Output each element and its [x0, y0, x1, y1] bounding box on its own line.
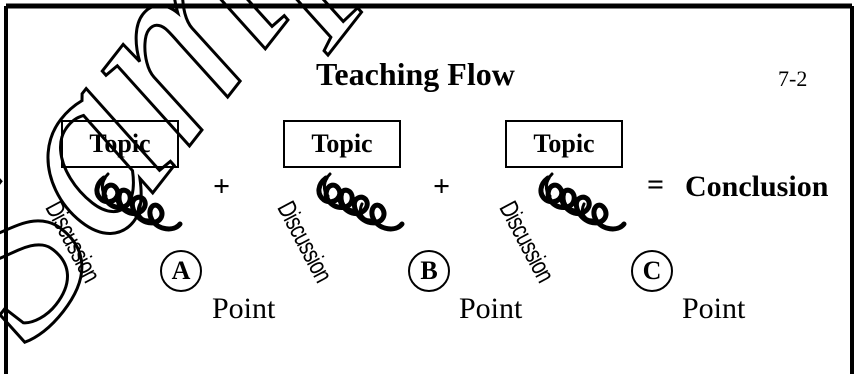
point-letter: A: [171, 256, 191, 285]
topic-box-b: Topic: [283, 120, 401, 168]
coil-spring-icon: [319, 174, 402, 229]
topic-label: Topic: [311, 129, 373, 158]
point-letter-a: A: [160, 250, 202, 292]
point-letter-c: C: [631, 250, 673, 292]
point-letter: B: [420, 256, 438, 285]
topic-box-c: Topic: [505, 120, 623, 168]
point-label-a: Point: [212, 292, 276, 325]
equals-operator: =: [647, 168, 665, 201]
page-title: Teaching Flow: [316, 56, 515, 92]
coil-spring-icon: [541, 174, 624, 229]
plus-operator-1: +: [213, 170, 231, 203]
topic-box-a: Topic: [61, 120, 179, 168]
plus-operator-2: +: [433, 170, 451, 203]
point-label-b: Point: [459, 292, 523, 325]
point-letter: C: [642, 256, 662, 285]
point-label-c: Point: [682, 292, 746, 325]
topic-label: Topic: [533, 129, 595, 158]
topic-label: Topic: [89, 129, 151, 158]
conclusion-label: Conclusion: [685, 170, 829, 203]
point-letter-b: B: [408, 250, 450, 292]
coil-spring-icon: [97, 174, 180, 229]
page-number: 7-2: [778, 66, 808, 91]
